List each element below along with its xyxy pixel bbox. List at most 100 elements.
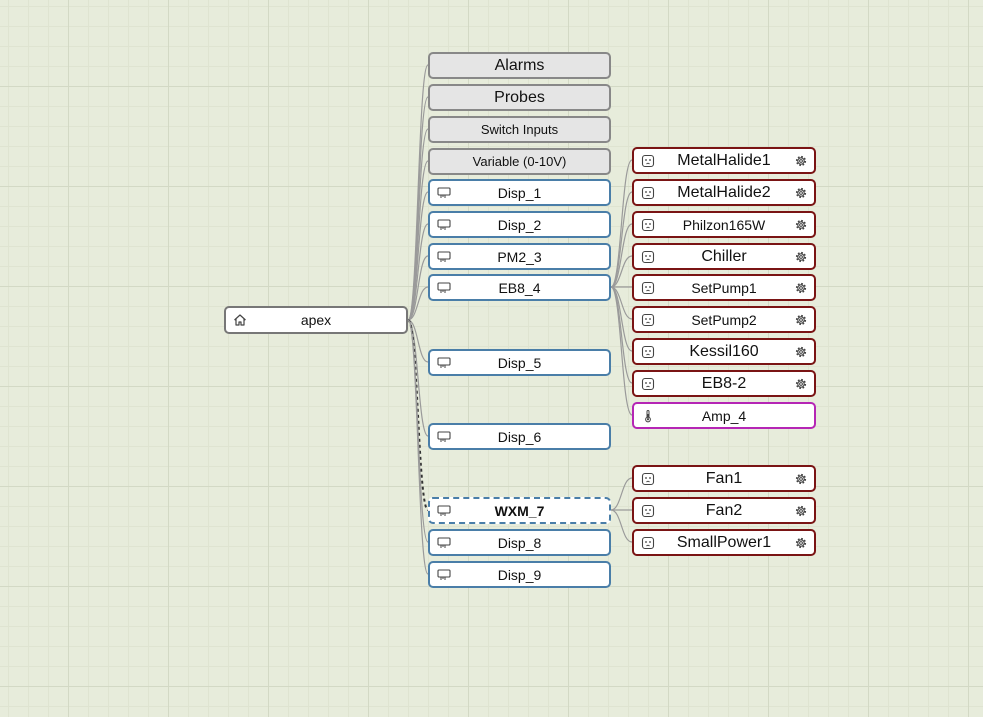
module-label: Disp_9	[497, 566, 542, 583]
display-module-icon	[437, 250, 451, 262]
gear-icon[interactable]	[794, 218, 808, 232]
group-alarms[interactable]: Alarms	[428, 52, 611, 79]
outlet-label: SetPump1	[691, 279, 757, 296]
outlet-label: SmallPower1	[676, 533, 772, 551]
group-label: Probes	[494, 88, 545, 106]
module-disp-8[interactable]: Disp_8	[428, 529, 611, 556]
outlet-philzon165w[interactable]: Philzon165W	[632, 211, 816, 238]
gear-icon[interactable]	[794, 472, 808, 486]
outlet-label: MetalHalide1	[677, 151, 771, 169]
eb8-link	[610, 286, 633, 416]
outlet-smallpower1[interactable]: SmallPower1	[632, 529, 816, 556]
group-probes[interactable]: Probes	[428, 84, 611, 111]
gear-icon[interactable]	[794, 186, 808, 200]
root-link	[407, 223, 429, 321]
module-disp-6[interactable]: Disp_6	[428, 423, 611, 450]
outlet-socket-icon	[641, 281, 655, 294]
eb8-link	[610, 191, 633, 288]
module-label: PM2_3	[497, 248, 542, 265]
outlet-chiller[interactable]: Chiller	[632, 243, 816, 270]
outlet-label: Philzon165W	[682, 216, 766, 233]
module-disp-1[interactable]: Disp_1	[428, 179, 611, 206]
display-module-icon	[437, 536, 451, 548]
eb8-link	[610, 159, 633, 288]
eb8-link	[610, 286, 633, 352]
outlet-socket-icon	[641, 377, 655, 390]
module-disp-2[interactable]: Disp_2	[428, 211, 611, 238]
outlet-label: EB8-2	[701, 374, 747, 392]
home-icon	[234, 314, 246, 326]
group-label: Alarms	[494, 56, 545, 74]
module-eb8-4[interactable]: EB8_4	[428, 274, 611, 301]
outlet-socket-icon	[641, 313, 655, 326]
display-module-icon	[437, 281, 451, 293]
gear-icon[interactable]	[794, 313, 808, 327]
gear-icon[interactable]	[794, 281, 808, 295]
outlet-setpump1[interactable]: SetPump1	[632, 274, 816, 301]
display-module-icon	[437, 504, 451, 516]
outlet-eb8-2[interactable]: EB8-2	[632, 370, 816, 397]
outlet-socket-icon	[641, 154, 655, 167]
module-label: Disp_5	[497, 354, 542, 371]
wxm-link	[610, 477, 633, 511]
root-label: apex	[300, 312, 332, 328]
root-link	[407, 319, 429, 437]
outlet-label: Chiller	[701, 247, 747, 265]
outlet-socket-icon	[641, 345, 655, 358]
outlet-metalhalide1[interactable]: MetalHalide1	[632, 147, 816, 174]
display-module-icon	[437, 356, 451, 368]
outlet-label: Fan1	[705, 469, 743, 487]
outlet-socket-icon	[641, 472, 655, 485]
root-node-apex[interactable]: apex	[224, 306, 408, 334]
outlet-socket-icon	[641, 218, 655, 231]
module-disp-9[interactable]: Disp_9	[428, 561, 611, 588]
module-label: Disp_6	[497, 428, 542, 445]
display-module-icon	[437, 218, 451, 230]
display-module-icon	[437, 186, 451, 198]
root-link	[407, 319, 429, 511]
module-label: Disp_2	[497, 216, 542, 233]
outlet-fan1[interactable]: Fan1	[632, 465, 816, 492]
root-link	[407, 286, 429, 321]
outlet-metalhalide2[interactable]: MetalHalide2	[632, 179, 816, 206]
outlet-label: Kessil160	[689, 342, 759, 360]
module-label: EB8_4	[498, 279, 541, 296]
wxm-link	[610, 509, 633, 543]
outlet-socket-icon	[641, 504, 655, 517]
probe-amp-4[interactable]: Amp_4	[632, 402, 816, 429]
outlet-setpump2[interactable]: SetPump2	[632, 306, 816, 333]
root-link	[407, 319, 429, 575]
module-label: WXM_7	[494, 502, 545, 519]
gear-icon[interactable]	[794, 250, 808, 264]
gear-icon[interactable]	[794, 504, 808, 518]
eb8-link	[610, 255, 633, 288]
root-link	[407, 255, 429, 321]
module-wxm-7[interactable]: WXM_7	[428, 497, 611, 524]
thermometer-icon	[645, 409, 651, 422]
root-link	[407, 191, 429, 321]
group-label: Variable (0-10V)	[472, 154, 567, 169]
gear-icon[interactable]	[794, 536, 808, 550]
gear-icon[interactable]	[794, 345, 808, 359]
group-variable[interactable]: Variable (0-10V)	[428, 148, 611, 175]
gear-icon[interactable]	[794, 377, 808, 391]
outlet-socket-icon	[641, 250, 655, 263]
module-label: Disp_8	[497, 534, 542, 551]
outlet-socket-icon	[641, 186, 655, 199]
outlet-label: SetPump2	[691, 311, 757, 328]
eb8-link	[610, 223, 633, 288]
module-disp-5[interactable]: Disp_5	[428, 349, 611, 376]
probe-label: Amp_4	[701, 407, 747, 424]
module-label: Disp_1	[497, 184, 542, 201]
outlet-fan2[interactable]: Fan2	[632, 497, 816, 524]
outlet-label: Fan2	[705, 501, 743, 519]
outlet-label: MetalHalide2	[677, 183, 771, 201]
outlet-socket-icon	[641, 536, 655, 549]
module-pm2-3[interactable]: PM2_3	[428, 243, 611, 270]
gear-icon[interactable]	[794, 154, 808, 168]
display-module-icon	[437, 430, 451, 442]
group-switch-inputs[interactable]: Switch Inputs	[428, 116, 611, 143]
outlet-kessil160[interactable]: Kessil160	[632, 338, 816, 365]
display-module-icon	[437, 568, 451, 580]
